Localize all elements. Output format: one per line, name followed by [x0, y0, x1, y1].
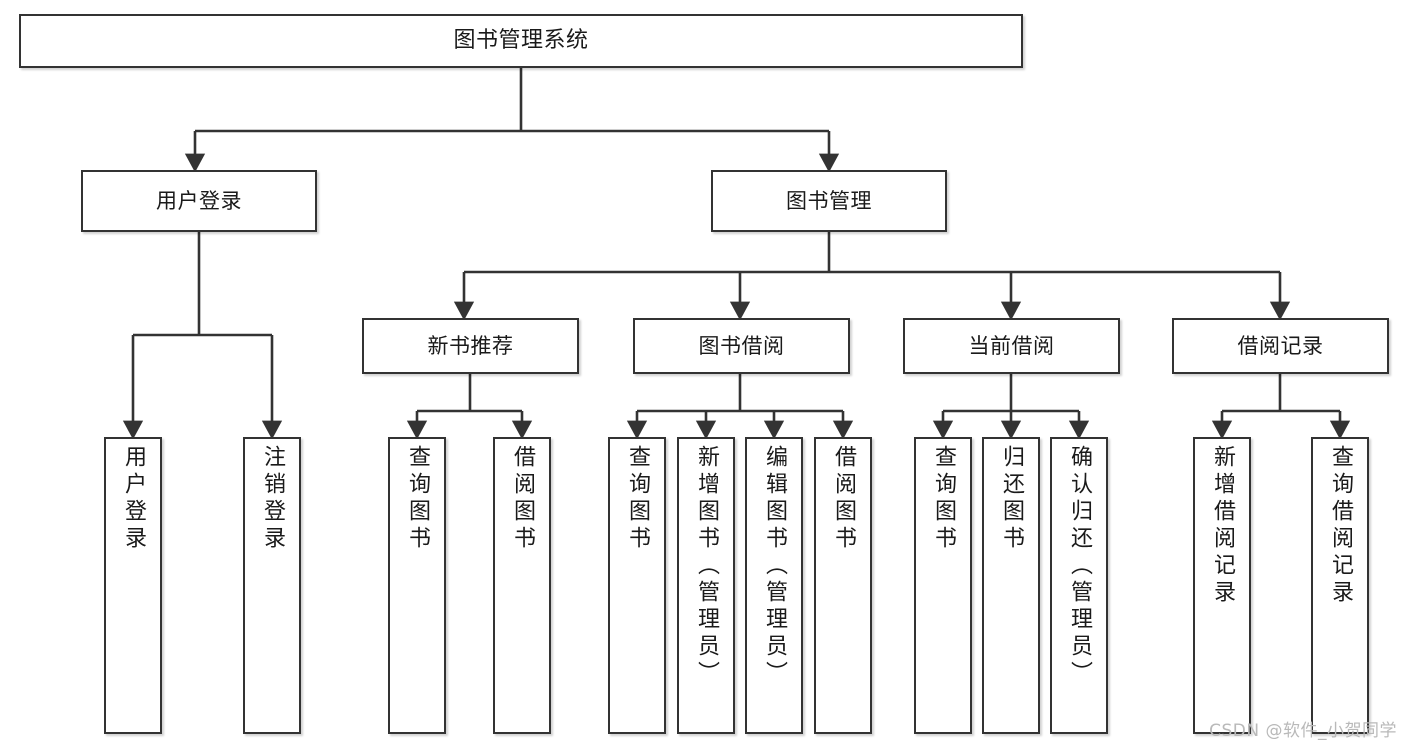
leaf-new-book-query[interactable]: 查询图书: [388, 437, 446, 734]
node-label: 图书借阅: [698, 333, 785, 358]
node-label: 注销登录: [259, 445, 285, 553]
node-label: 新增借阅记录: [1209, 445, 1235, 607]
node-label: 新增图书（管理员）: [693, 445, 719, 688]
node-book-borrow[interactable]: 图书借阅: [633, 318, 850, 374]
node-label: 新书推荐: [427, 333, 514, 358]
leaf-user-login-login[interactable]: 用户登录: [104, 437, 162, 734]
node-label: 图书管理: [786, 188, 872, 213]
node-label: 用户登录: [120, 445, 146, 553]
node-label: 确认归还（管理员）: [1066, 445, 1092, 688]
node-label: 查询借阅记录: [1327, 445, 1353, 607]
leaf-new-book-borrow[interactable]: 借阅图书: [493, 437, 551, 734]
node-label: 借阅记录: [1237, 333, 1324, 358]
node-label: 查询图书: [404, 445, 430, 553]
node-label: 借阅图书: [830, 445, 856, 553]
node-user-login[interactable]: 用户登录: [81, 170, 317, 232]
leaf-book-borrow-edit[interactable]: 编辑图书（管理员）: [745, 437, 803, 734]
node-label: 查询图书: [624, 445, 650, 553]
node-borrow-record[interactable]: 借阅记录: [1172, 318, 1389, 374]
leaf-borrow-record-query[interactable]: 查询借阅记录: [1311, 437, 1369, 734]
leaf-book-borrow-add[interactable]: 新增图书（管理员）: [677, 437, 735, 734]
node-current-borrow[interactable]: 当前借阅: [903, 318, 1120, 374]
leaf-book-borrow-borrow[interactable]: 借阅图书: [814, 437, 872, 734]
leaf-current-borrow-confirm-return[interactable]: 确认归还（管理员）: [1050, 437, 1108, 734]
node-book-management[interactable]: 图书管理: [711, 170, 947, 232]
node-label: 图书管理系统: [453, 28, 589, 54]
node-new-book-recommend[interactable]: 新书推荐: [362, 318, 579, 374]
node-label: 当前借阅: [968, 333, 1055, 358]
node-label: 查询图书: [930, 445, 956, 553]
leaf-user-login-logout[interactable]: 注销登录: [243, 437, 301, 734]
node-root-book-management-system[interactable]: 图书管理系统: [19, 14, 1023, 68]
leaf-current-borrow-return[interactable]: 归还图书: [982, 437, 1040, 734]
leaf-borrow-record-add[interactable]: 新增借阅记录: [1193, 437, 1251, 734]
leaf-current-borrow-query[interactable]: 查询图书: [914, 437, 972, 734]
leaf-book-borrow-query[interactable]: 查询图书: [608, 437, 666, 734]
node-label: 编辑图书（管理员）: [761, 445, 787, 688]
node-label: 归还图书: [998, 445, 1024, 553]
node-label: 用户登录: [156, 188, 242, 213]
node-label: 借阅图书: [509, 445, 535, 553]
